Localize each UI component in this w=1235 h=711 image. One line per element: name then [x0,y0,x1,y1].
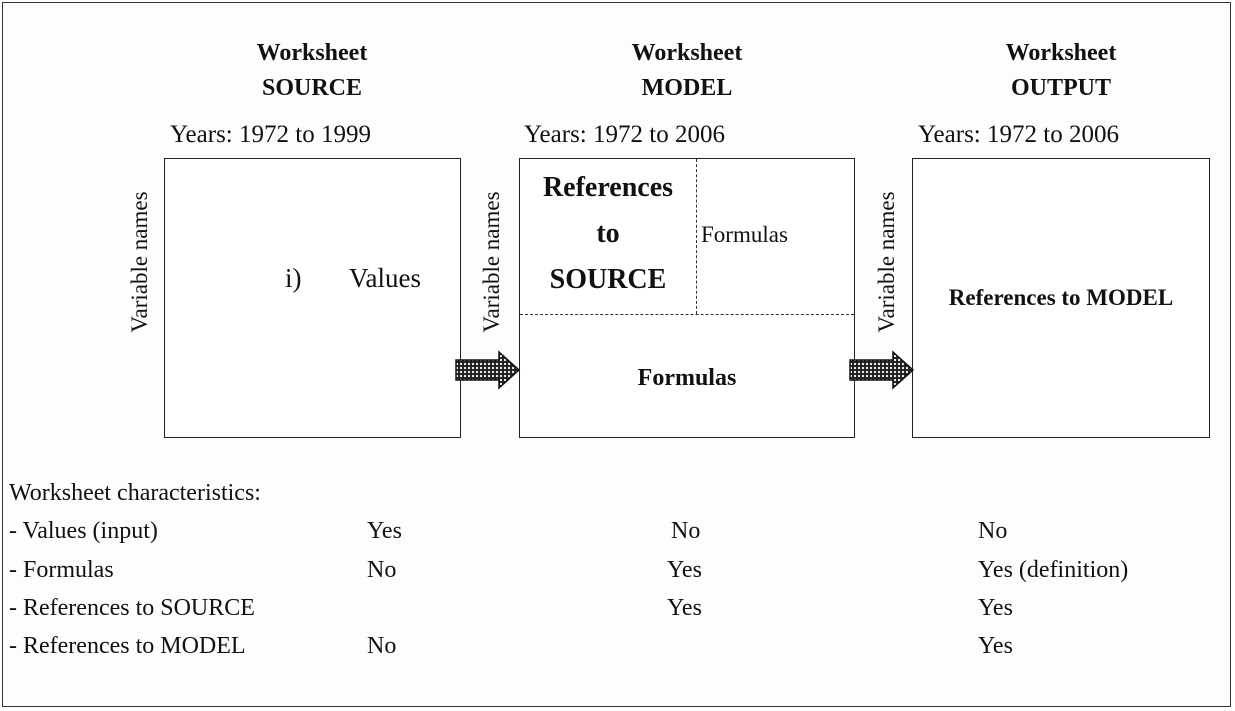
row-values-input-label: - Values (input) [9,518,158,544]
source-heading: Worksheet SOURCE [182,40,442,102]
model-formulas-top: Formulas [701,222,788,247]
row-formulas-source: No [367,557,397,583]
row-references-source-output: Yes [978,595,1013,621]
model-variable-names-label: Variable names [479,191,504,333]
output-heading: Worksheet OUTPUT [931,40,1191,102]
model-divider-vertical [696,159,697,314]
row-values-input-model: No [671,518,701,544]
model-references-to-source: References to SOURCE [520,165,696,303]
model-references-line-2: to [596,218,620,249]
output-references-to-model: References to MODEL [948,285,1174,310]
model-divider-horizontal [520,314,854,315]
model-references-line-1: References [542,172,674,203]
row-formulas-output: Yes (definition) [978,557,1129,583]
characteristics-heading: Worksheet characteristics: [9,480,261,506]
row-values-input-source: Yes [367,518,402,544]
output-years: Years: 1972 to 2006 [918,121,1119,148]
row-references-source-model: Yes [667,595,702,621]
source-heading-name: SOURCE [261,75,363,101]
output-worksheet-box: References to MODEL [912,158,1210,438]
row-references-model-label: - References to MODEL [9,633,246,659]
model-worksheet-box: References to SOURCE Formulas Formulas [519,158,855,438]
source-worksheet-box: i) Values [164,158,461,438]
output-variable-names-label: Variable names [874,191,899,333]
source-to-model-arrow-icon [455,350,521,390]
model-heading-name: MODEL [641,75,733,101]
source-years: Years: 1972 to 1999 [170,121,371,148]
row-values-input-output: No [978,518,1008,544]
row-references-source-label: - References to SOURCE [9,595,255,621]
row-references-model-output: Yes [978,633,1013,659]
model-heading: Worksheet MODEL [557,40,817,102]
output-heading-title: Worksheet [1005,40,1117,66]
source-box-marker: i) [285,263,302,293]
model-references-line-3: SOURCE [549,264,667,295]
model-to-output-arrow-icon [849,350,915,390]
source-box-values: Values [349,263,421,293]
row-references-model-source: No [367,633,397,659]
row-formulas-model: Yes [667,557,702,583]
source-heading-title: Worksheet [256,40,368,66]
source-variable-names-label: Variable names [127,191,152,333]
model-years: Years: 1972 to 2006 [524,121,725,148]
output-heading-name: OUTPUT [1010,75,1111,101]
row-formulas-label: - Formulas [9,557,114,583]
model-formulas-bottom: Formulas [637,365,737,391]
model-heading-title: Worksheet [631,40,743,66]
